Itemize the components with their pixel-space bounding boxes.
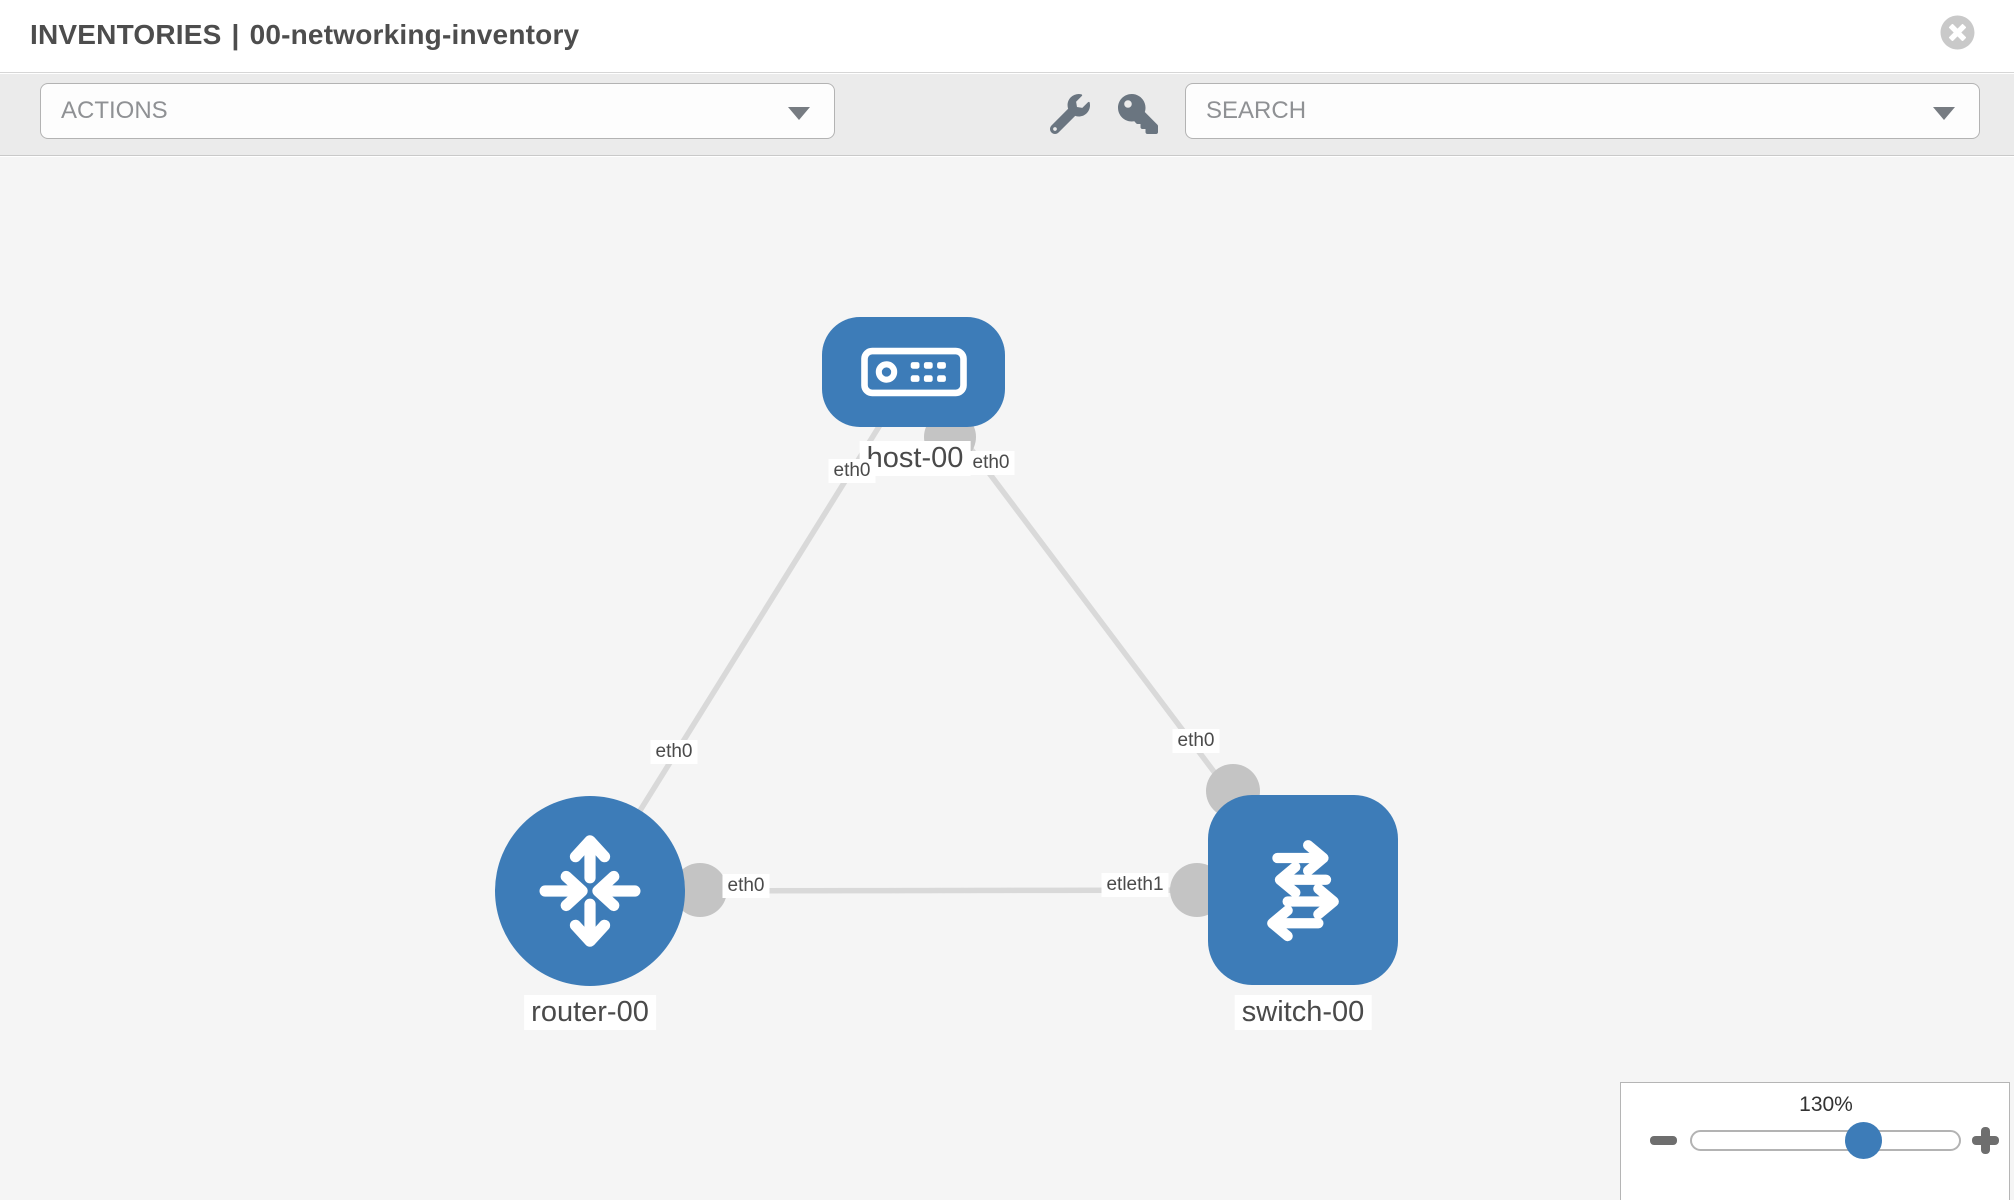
interface-label-router-eth0: eth0: [722, 874, 770, 898]
node-switch-00[interactable]: [1208, 795, 1398, 985]
key-tool-button[interactable]: [1118, 94, 1158, 134]
node-label-router-00: router-00: [524, 995, 656, 1030]
node-host-00[interactable]: [822, 317, 1005, 427]
router-arrows-icon: [539, 835, 641, 947]
close-icon: [1940, 15, 1975, 50]
search-dropdown[interactable]: SEARCH: [1185, 83, 1980, 139]
breadcrumb-separator: |: [231, 19, 240, 50]
zoom-in-button[interactable]: [1972, 1127, 1999, 1154]
node-router-00[interactable]: [495, 796, 685, 986]
search-placeholder: SEARCH: [1206, 97, 1307, 124]
header: INVENTORIES | 00-networking-inventory: [0, 0, 2014, 73]
breadcrumb-section: INVENTORIES: [30, 19, 222, 50]
chevron-down-icon: [788, 107, 810, 120]
key-icon: [1118, 94, 1158, 134]
interface-dot-router-eth0: [673, 863, 727, 917]
toolbar: ACTIONS SEARCH: [0, 74, 2014, 156]
chevron-down-icon: [1933, 107, 1955, 120]
switch-arrows-icon: [1267, 840, 1339, 942]
zoom-control-panel: 130%: [1620, 1082, 2010, 1200]
interface-label-host-eth0-left: eth0: [828, 459, 876, 483]
link-host00-router00[interactable]: [587, 370, 916, 893]
page-title: INVENTORIES | 00-networking-inventory: [30, 19, 579, 51]
interface-label-switch-eth1-overlap: etleth1: [1101, 873, 1169, 897]
topology-edges: [587, 370, 1306, 917]
actions-dropdown[interactable]: ACTIONS: [40, 83, 835, 139]
breadcrumb-inventory-name: 00-networking-inventory: [249, 19, 580, 50]
close-button[interactable]: [1940, 15, 1975, 50]
node-label-host-00: host-00: [859, 441, 971, 476]
zoom-out-button[interactable]: [1650, 1136, 1677, 1145]
zoom-slider-thumb[interactable]: [1845, 1122, 1882, 1159]
zoom-level-value: 130%: [1799, 1093, 1853, 1116]
wrench-tool-button[interactable]: [1050, 94, 1090, 134]
interface-label-switch-eth0: eth0: [1172, 729, 1220, 753]
interface-label-host-eth0-right: eth0: [967, 451, 1015, 475]
wrench-icon: [1050, 94, 1090, 134]
actions-dropdown-label: ACTIONS: [61, 97, 168, 124]
server-icon: [860, 347, 967, 397]
node-label-switch-00: switch-00: [1234, 995, 1372, 1030]
topology-canvas[interactable]: host-00 router-00 switch-00 eth0 eth0 et…: [0, 157, 2014, 1200]
interface-label-router-eth0-uplink: eth0: [650, 740, 698, 764]
zoom-slider-track[interactable]: [1690, 1130, 1961, 1151]
